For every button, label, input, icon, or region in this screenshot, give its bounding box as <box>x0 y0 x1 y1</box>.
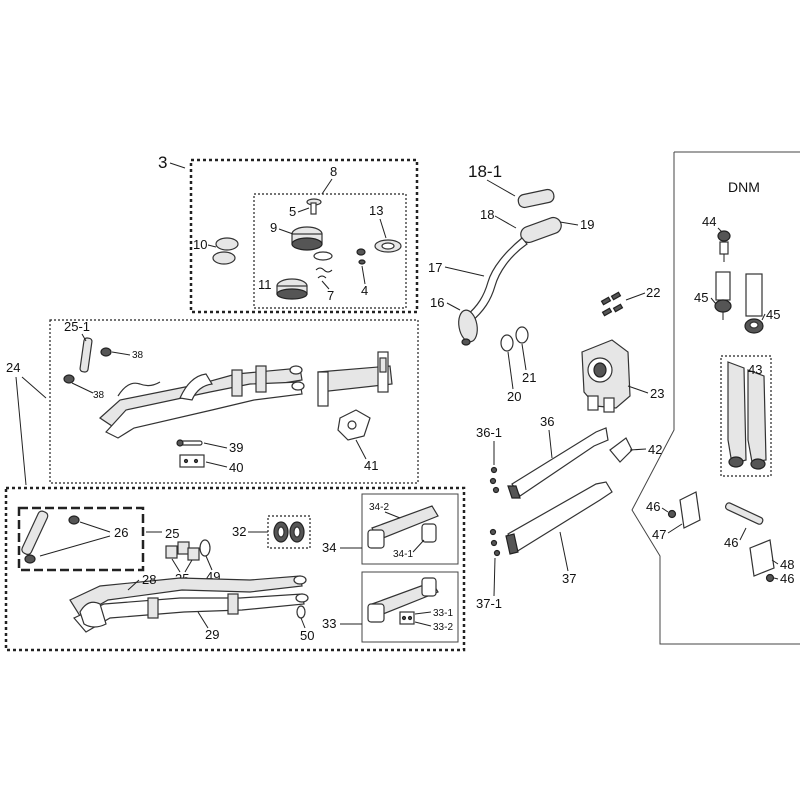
bushing-21 <box>515 326 529 344</box>
spacer-4 <box>356 248 366 265</box>
guard-37 <box>505 481 613 555</box>
callout-34: 34 <box>322 540 336 555</box>
callout-18-1: 18-1 <box>468 162 502 181</box>
bracket-41 <box>337 409 371 441</box>
callout-23: 23 <box>650 386 664 401</box>
callout-24: 24 <box>6 360 20 375</box>
ring-50 <box>296 605 306 619</box>
fork-assembly-box <box>49 319 419 484</box>
nut-38-top <box>100 347 112 357</box>
callout-46-b: 46 <box>724 535 738 550</box>
screws-36-1 <box>489 466 500 494</box>
callout-38-bottom: 38 <box>93 390 105 401</box>
callout-5: 5 <box>289 204 296 219</box>
callout-46-c: 46 <box>780 571 794 586</box>
callout-8: 8 <box>330 164 337 179</box>
bolt-39 <box>176 439 203 447</box>
guard-36 <box>507 427 609 499</box>
callout-32: 32 <box>232 524 246 539</box>
clamp-33 <box>367 577 439 625</box>
callout-9: 9 <box>270 220 277 235</box>
bushing-20 <box>500 334 514 352</box>
callout-10: 10 <box>193 237 207 252</box>
callout-16: 16 <box>430 295 444 310</box>
cap-44 <box>717 230 731 262</box>
callout-17: 17 <box>428 260 442 275</box>
screws-37-1 <box>489 528 501 557</box>
callout-22: 22 <box>646 285 660 300</box>
callout-25: 25 <box>165 526 179 541</box>
o-ring <box>313 251 333 261</box>
bushings-35 <box>165 541 200 561</box>
callout-28: 28 <box>142 572 156 587</box>
callout-25-1: 25-1 <box>64 319 90 334</box>
callout-34-1: 34-1 <box>393 549 413 560</box>
callout-33-2: 33-2 <box>433 622 453 633</box>
seal-pair-10 <box>212 237 239 265</box>
clip-42 <box>609 437 633 463</box>
lower-fork <box>69 575 309 633</box>
callout-45-left: 45 <box>694 290 708 305</box>
clips-7 <box>315 267 333 279</box>
callout-18: 18 <box>480 207 494 222</box>
legs-43 <box>720 355 772 477</box>
callout-29: 29 <box>205 627 219 642</box>
callout-36-1: 36-1 <box>476 425 502 440</box>
triple-clamp <box>317 351 393 407</box>
seals-32 <box>267 515 311 549</box>
parts-46-47 <box>667 491 775 583</box>
bolts-40 <box>179 454 205 468</box>
tube-right <box>744 273 764 334</box>
callout-3: 3 <box>158 153 167 172</box>
group-3-box <box>169 158 419 314</box>
callout-45-right: 45 <box>766 307 780 322</box>
bolts-22 <box>600 291 624 317</box>
axle-25-1 <box>79 337 93 373</box>
callout-37-1: 37-1 <box>476 596 502 611</box>
callout-50: 50 <box>300 628 314 643</box>
nut-38-bottom <box>63 374 75 384</box>
clamp-34 <box>367 505 439 549</box>
callout-44: 44 <box>702 214 716 229</box>
callout-41: 41 <box>364 458 378 473</box>
fork-legs <box>99 365 305 439</box>
cap-9 <box>291 226 323 251</box>
dnm-label: DNM <box>728 179 760 195</box>
callout-40: 40 <box>229 460 243 475</box>
callout-36: 36 <box>540 414 554 429</box>
callout-34-2: 34-2 <box>369 502 389 513</box>
callout-46-a: 46 <box>646 499 660 514</box>
grip-18-1 <box>517 188 555 209</box>
callout-33: 33 <box>322 616 336 631</box>
dnm-panel <box>631 151 800 645</box>
axle-26 <box>21 510 80 564</box>
callout-20: 20 <box>507 389 521 404</box>
bolt-5 <box>306 198 322 215</box>
callout-39: 39 <box>229 440 243 455</box>
callout-33-1: 33-1 <box>433 608 453 619</box>
callout-4: 4 <box>361 283 368 298</box>
clamp-23 <box>581 339 631 413</box>
callout-47: 47 <box>652 527 666 542</box>
callout-42: 42 <box>648 442 662 457</box>
callout-7: 7 <box>327 288 334 303</box>
callout-48: 48 <box>780 557 794 572</box>
handlebar-17 <box>458 237 528 346</box>
grip-19 <box>520 216 562 244</box>
callout-19: 19 <box>580 217 594 232</box>
cap-11 <box>276 278 308 300</box>
group-24-box <box>4 486 466 652</box>
callout-38-top: 38 <box>132 350 144 361</box>
ring-49 <box>199 539 211 557</box>
callout-11: 11 <box>258 277 272 292</box>
callout-43: 43 <box>748 362 762 377</box>
callout-37: 37 <box>562 571 576 586</box>
callout-21: 21 <box>522 370 536 385</box>
callout-26: 26 <box>114 525 128 540</box>
tube-left <box>714 271 732 320</box>
callout-13: 13 <box>369 203 383 218</box>
washer-13 <box>374 239 402 253</box>
